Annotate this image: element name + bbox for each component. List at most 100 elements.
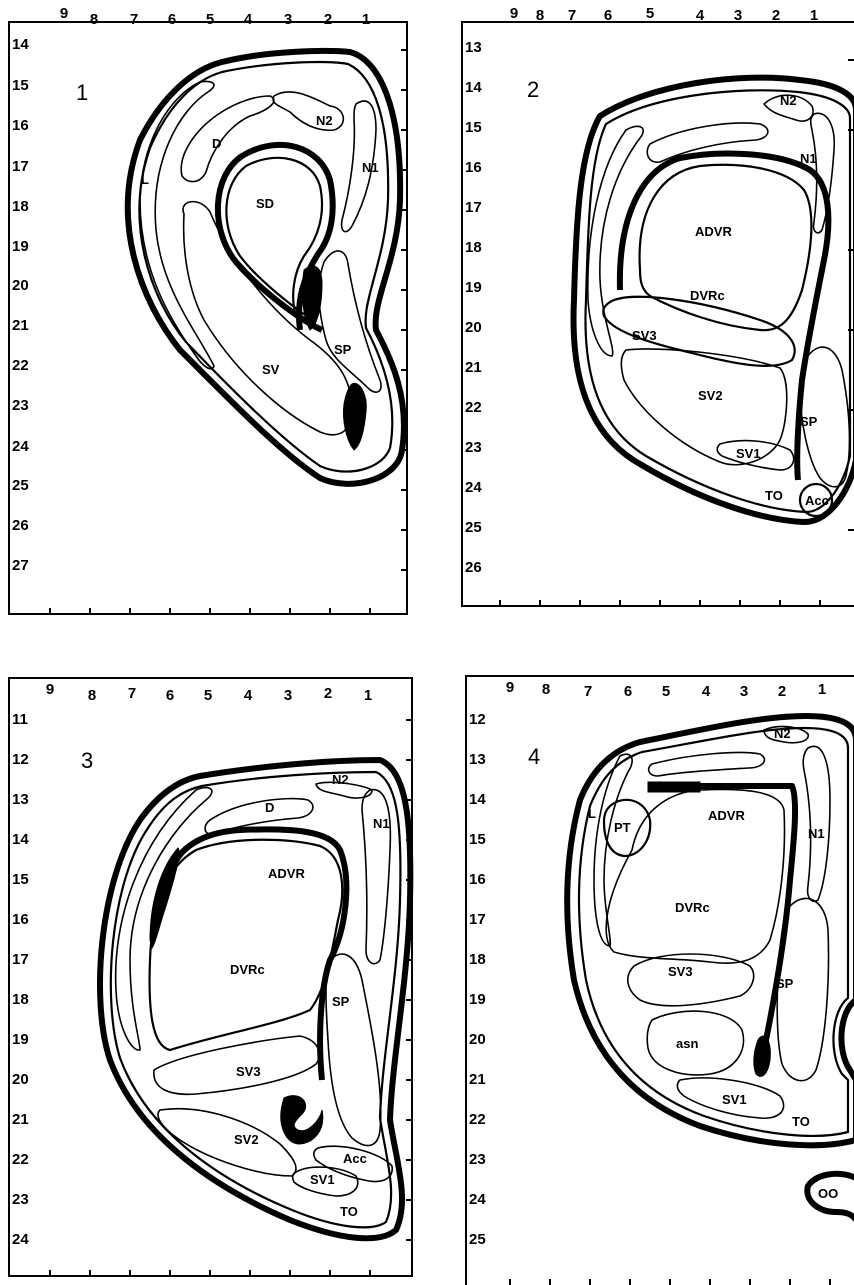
left-tick-label: 23 bbox=[465, 439, 482, 456]
left-tick-label: 26 bbox=[465, 559, 482, 576]
left-tick-label: 19 bbox=[469, 991, 486, 1008]
top-tick-label: 2 bbox=[778, 683, 786, 700]
left-tick-label: 21 bbox=[12, 1111, 29, 1128]
panel-number: 4 bbox=[528, 744, 540, 769]
region-label: DVRc bbox=[690, 288, 725, 303]
top-tick-label: 6 bbox=[604, 7, 612, 24]
left-tick-label: 25 bbox=[465, 519, 482, 536]
left-tick-label: 16 bbox=[12, 911, 29, 928]
top-tick-label: 8 bbox=[90, 11, 98, 28]
top-tick-label: 2 bbox=[324, 11, 332, 28]
left-tick-label: 21 bbox=[465, 359, 482, 376]
left-tick-label: 27 bbox=[12, 557, 29, 574]
top-tick-label: 7 bbox=[130, 11, 138, 28]
left-tick-label: 13 bbox=[469, 751, 486, 768]
panel-1-ticks bbox=[50, 50, 407, 614]
region-label: SV3 bbox=[236, 1064, 261, 1079]
top-tick-label: 4 bbox=[696, 7, 705, 24]
left-tick-label: 16 bbox=[12, 117, 29, 134]
region-label: SV1 bbox=[736, 446, 761, 461]
left-tick-label: 13 bbox=[12, 791, 29, 808]
top-tick-label: 4 bbox=[244, 687, 253, 704]
top-tick-label: 5 bbox=[204, 687, 212, 704]
left-tick-label: 12 bbox=[469, 711, 486, 728]
panel-1-top-axis: 9 8 7 6 5 4 3 2 1 bbox=[60, 5, 370, 28]
left-tick-label: 16 bbox=[469, 871, 486, 888]
top-tick-label: 3 bbox=[734, 7, 742, 24]
left-tick-label: 24 bbox=[12, 1231, 29, 1248]
left-tick-label: 17 bbox=[465, 199, 482, 216]
region-label: Acc bbox=[343, 1151, 367, 1166]
top-tick-label: 3 bbox=[740, 683, 748, 700]
region-label: asn bbox=[676, 1036, 698, 1051]
left-tick-label: 15 bbox=[469, 831, 486, 848]
panel-3-frame bbox=[9, 678, 412, 1276]
top-tick-label: 8 bbox=[88, 687, 96, 704]
left-tick-label: 20 bbox=[12, 277, 29, 294]
top-tick-label: 3 bbox=[284, 687, 292, 704]
region-label: SP bbox=[776, 976, 794, 991]
panel-3-top-axis: 9 8 7 6 5 4 3 2 1 bbox=[46, 681, 372, 704]
region-label: SV1 bbox=[722, 1092, 747, 1107]
top-tick-label: 1 bbox=[818, 681, 826, 698]
left-tick-label: 19 bbox=[12, 238, 29, 255]
left-tick-label: 20 bbox=[465, 319, 482, 336]
region-label: N2 bbox=[332, 772, 349, 787]
panel-number: 3 bbox=[81, 748, 93, 773]
region-label: ADVR bbox=[708, 808, 745, 823]
left-tick-label: 22 bbox=[469, 1111, 486, 1128]
region-N2-outline bbox=[273, 92, 343, 130]
region-label: N2 bbox=[780, 93, 797, 108]
top-tick-label: 4 bbox=[702, 683, 711, 700]
region-ADVR-outline bbox=[640, 165, 812, 330]
panel-4-ticks bbox=[510, 1279, 830, 1285]
region-label: D bbox=[265, 800, 274, 815]
region-label: SV3 bbox=[632, 328, 657, 343]
ventricle-fill-tip bbox=[754, 1036, 770, 1076]
panel-4: 9 8 7 6 5 4 3 2 1 12 13 14 15 16 17 18 1… bbox=[466, 676, 854, 1285]
left-tick-label: 18 bbox=[12, 991, 29, 1008]
region-D-outline bbox=[649, 752, 765, 776]
region-label: L bbox=[141, 172, 149, 187]
top-tick-label: 2 bbox=[324, 685, 332, 702]
region-label: Acc bbox=[805, 493, 829, 508]
panel-3-left-axis: 11 12 13 14 15 16 17 18 19 20 21 22 23 2… bbox=[12, 711, 29, 1248]
left-tick-label: 17 bbox=[12, 158, 29, 175]
panel-2-left-axis: 13 14 15 16 17 18 19 20 21 22 23 24 25 2… bbox=[465, 39, 482, 576]
top-tick-label: 4 bbox=[244, 11, 253, 28]
region-label: N1 bbox=[362, 160, 379, 175]
region-label: SV1 bbox=[310, 1172, 335, 1187]
region-SP-outline bbox=[326, 954, 381, 1145]
region-label: N1 bbox=[808, 826, 825, 841]
top-tick-label: 5 bbox=[646, 5, 654, 22]
panel-1-left-axis: 14 15 16 17 18 19 20 21 22 23 24 25 26 2… bbox=[12, 36, 29, 574]
top-tick-label: 1 bbox=[364, 687, 372, 704]
panel-number: 2 bbox=[527, 77, 539, 102]
region-label: SP bbox=[332, 994, 350, 1009]
left-tick-label: 17 bbox=[12, 951, 29, 968]
region-label: OO bbox=[818, 1186, 838, 1201]
left-tick-label: 11 bbox=[12, 711, 28, 728]
region-ADVR-outline bbox=[150, 840, 343, 1050]
top-tick-label: 9 bbox=[60, 5, 68, 22]
top-tick-label: 6 bbox=[168, 11, 176, 28]
left-tick-label: 24 bbox=[465, 479, 482, 496]
top-tick-label: 7 bbox=[568, 7, 576, 24]
top-tick-label: 6 bbox=[624, 683, 632, 700]
left-tick-label: 16 bbox=[465, 159, 482, 176]
panel-4-left-axis: 12 13 14 15 16 17 18 19 20 21 22 23 24 2… bbox=[469, 711, 486, 1248]
panel-4-top-axis: 9 8 7 6 5 4 3 2 1 bbox=[506, 679, 826, 700]
top-tick-label: 9 bbox=[506, 679, 514, 696]
left-tick-label: 14 bbox=[12, 831, 29, 848]
top-tick-label: 2 bbox=[772, 7, 780, 24]
top-tick-label: 8 bbox=[536, 7, 544, 24]
top-tick-label: 1 bbox=[810, 7, 818, 24]
ventricle-fill-hook bbox=[281, 1096, 323, 1144]
top-tick-label: 5 bbox=[206, 11, 214, 28]
top-tick-label: 3 bbox=[284, 11, 292, 28]
region-label: SP bbox=[334, 342, 352, 357]
left-tick-label: 17 bbox=[469, 911, 486, 928]
region-label: SP bbox=[800, 414, 818, 429]
left-tick-label: 21 bbox=[12, 317, 29, 334]
